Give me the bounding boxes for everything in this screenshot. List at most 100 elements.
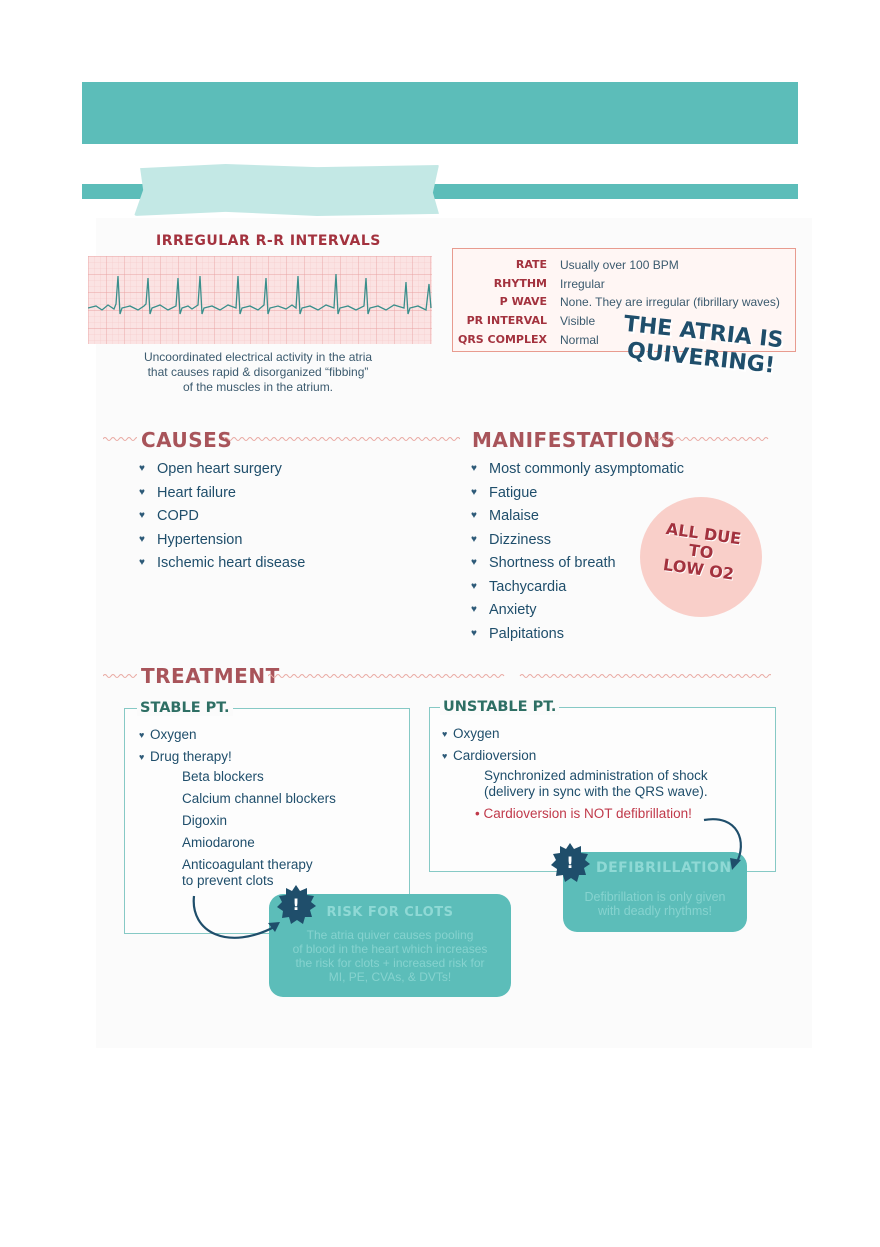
causes-heading: CAUSES: [141, 428, 233, 452]
heart-bullet-icon: ♥: [139, 486, 145, 498]
rhythm-value: Visible: [560, 314, 596, 328]
stable-item: Oxygen: [150, 727, 197, 742]
manifestation-text: Tachycardia: [489, 578, 567, 595]
badge-symbol: !: [566, 853, 573, 872]
defib-callout-text: Defibrillation is only given with deadly…: [584, 890, 726, 918]
rhythm-value: Usually over 100 BPM: [560, 258, 679, 272]
list-item: ♥ Oxygen: [139, 725, 232, 747]
rhythm-key: RATE: [515, 258, 547, 271]
cause-text: Heart failure: [157, 484, 236, 501]
stable-list: ♥ Oxygen ♥Drug therapy!: [139, 725, 232, 769]
wavy-divider-left: [103, 437, 137, 441]
unstable-patient-box: [429, 707, 776, 872]
defibrillation-callout: [563, 852, 747, 932]
list-item: ♥ COPD: [139, 506, 305, 530]
drug-item: Amiodarone: [182, 835, 255, 850]
curved-arrow-to-defib: [703, 818, 742, 870]
drug-item: Anticoagulant therapy to prevent clots: [182, 857, 313, 888]
cardioversion-detail: Synchronized administration of shock (de…: [484, 768, 708, 799]
wavy-divider-left: [103, 674, 137, 678]
header-band: [82, 82, 798, 144]
rhythm-row: RATE Usually over 100 BPM: [453, 258, 795, 276]
rhythm-row: P WAVE None. They are irregular (fibrill…: [453, 295, 795, 313]
manifestation-text: Most commonly asymptomatic: [489, 461, 684, 477]
rhythm-key: QRS COMPLEX: [457, 333, 547, 346]
heart-bullet-icon: ♥: [442, 729, 448, 739]
manifestations-list: ♥ Most commonly asymptomatic ♥ Fatigue ♥ Ma…: [471, 459, 684, 647]
rhythm-value: Irregular: [560, 277, 605, 291]
list-item: ♥Tachycardia: [471, 577, 684, 601]
list-item: ♥ Palpitations: [471, 624, 684, 648]
treatment-heading: TREATMENT: [141, 664, 280, 688]
unstable-item: Oxygen: [453, 726, 500, 741]
heart-bullet-icon: ♥: [471, 463, 477, 474]
alert-badge-icon: !: [277, 885, 316, 924]
list-item: ♥Shortness of breath: [471, 553, 684, 577]
rhythm-value: Normal: [560, 333, 599, 347]
rhythm-row: QRS COMPLEX Normal: [453, 333, 795, 351]
heart-bullet-icon: ♥: [471, 510, 477, 521]
list-item: ♥ Hypertension: [139, 530, 305, 554]
list-item: ♥Cardioversion: [442, 746, 536, 768]
heart-bullet-icon: ♥: [139, 463, 145, 474]
rhythm-table: RATE Usually over 100 BPM RHYTHM Irregul…: [452, 248, 796, 352]
badge-symbol: !: [292, 895, 299, 914]
wavy-divider: [224, 437, 460, 441]
dot-bullet-icon: •: [475, 806, 480, 821]
heart-bullet-icon: ♥: [471, 604, 477, 615]
heart-bullet-icon: ♥: [471, 557, 477, 568]
low-o2-circle: [640, 497, 762, 617]
drug-item: Beta blockers: [182, 769, 264, 784]
rhythm-row: PR INTERVAL Visible: [453, 314, 795, 332]
rhythm-row: RHYTHM Irregular: [453, 277, 795, 295]
list-item: ♥ Dizziness: [471, 530, 684, 554]
drug-item: Digoxin: [182, 813, 228, 828]
wavy-divider: [268, 674, 771, 678]
rhythm-key: RHYTHM: [493, 277, 547, 290]
ecg-strip: [88, 256, 432, 344]
list-item: ♥ Open heart surgery: [139, 459, 305, 483]
defib-callout-title: DEFIBRILLATION: [596, 860, 732, 876]
manifestation-text: Fatigue: [489, 484, 538, 501]
warning-text: Cardioversion is NOT defibrillation!: [483, 806, 692, 821]
stable-title: STABLE PT.: [137, 700, 233, 716]
clots-callout-title: RISK FOR CLOTS: [326, 905, 454, 920]
manifestation-text: Dizziness: [489, 531, 552, 548]
cause-text: COPD: [157, 508, 199, 524]
manifestation-text: Anxiety: [489, 602, 537, 618]
list-item: ♥ Heart failure: [139, 483, 305, 507]
curved-arrow-to-clots: [192, 895, 280, 939]
unstable-title: UNSTABLE PT.: [440, 699, 560, 715]
rhythm-key: P WAVE: [499, 295, 547, 308]
wavy-divider: [652, 437, 769, 441]
causes-list: ♥ Open heart surgery ♥ Heart failure ♥ COPD…: [139, 459, 305, 577]
manifestation-text: Palpitations: [489, 625, 564, 642]
manifestation-text: Malaise: [489, 508, 539, 524]
list-item: ♥Ischemic heart disease: [139, 553, 305, 577]
cardioversion-warning: • Cardioversion is NOT defibrillation!: [475, 806, 692, 821]
heart-bullet-icon: ♥: [471, 533, 477, 545]
cause-text: Open heart surgery: [157, 461, 282, 477]
list-item: ♥ Anxiety: [471, 600, 684, 624]
heart-bullet-icon: ♥: [471, 627, 477, 639]
unstable-list: ♥ Oxygen ♥Cardioversion: [442, 724, 536, 768]
clots-callout-text: The atria quiver causes pooling of blood…: [292, 928, 488, 984]
list-item: ♥ Malaise: [471, 506, 684, 530]
cause-text: Hypertension: [157, 531, 243, 548]
heart-bullet-icon: ♥: [139, 730, 145, 740]
manifestations-heading: MANIFESTATIONS: [472, 428, 676, 452]
alert-badge-icon: !: [551, 843, 590, 882]
heart-bullet-icon: ♥: [139, 752, 145, 762]
list-item: ♥ Most commonly asymptomatic: [471, 459, 684, 483]
title-tape: [134, 164, 439, 216]
heart-bullet-icon: ♥: [471, 486, 477, 498]
rr-interval-title: IRREGULAR R-R INTERVALS: [156, 233, 381, 249]
heart-bullet-icon: ♥: [139, 533, 145, 545]
heart-bullet-icon: ♥: [139, 510, 145, 521]
list-item: ♥ Fatigue: [471, 483, 684, 507]
list-item: ♥ Oxygen: [442, 724, 536, 746]
rhythm-key: PR INTERVAL: [466, 314, 547, 327]
cause-text: Ischemic heart disease: [157, 555, 306, 571]
list-item: ♥Drug therapy!: [139, 747, 232, 769]
unstable-item: Cardioversion: [453, 748, 537, 763]
